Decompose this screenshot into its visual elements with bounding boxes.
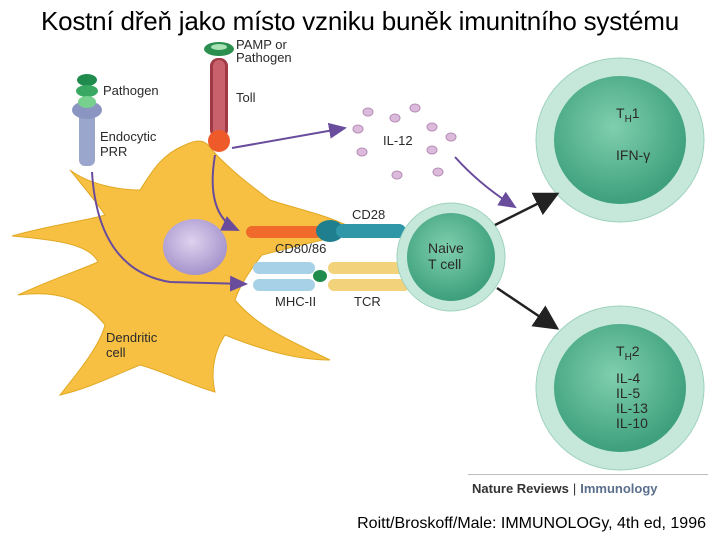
label-naive-line1: Naive [428,240,464,256]
th2-cytokine-il13: IL-13 [616,400,648,416]
credit-divider [468,474,708,475]
label-toll: Toll [236,90,256,105]
label-pamp-line2: Pathogen [236,50,292,65]
label-endocytic-line1: Endocytic [100,129,157,144]
th2-cytokine-il5: IL-5 [616,385,640,401]
prr-to-mhc-arrow [91,171,248,292]
label-il12: IL-12 [383,133,413,148]
th2-cytokine-il10: IL-10 [616,415,648,431]
cd28-molecule [316,220,344,242]
label-dendritic-line2: cell [106,345,126,360]
credit-section: Immunology [580,481,658,496]
credit-separator: | [572,481,577,496]
th2-cytokine-il4: IL-4 [616,370,640,386]
journal-credit: Nature Reviews|Immunology [472,481,658,496]
label-pathogen: Pathogen [103,83,159,98]
slide-title: Kostní dřeň jako místo vzniku buněk imun… [40,6,680,36]
label-endocytic-line2: PRR [100,144,127,159]
cd80-86-molecule [246,226,322,238]
toll-receptor-base [208,130,230,152]
mhc-ii-molecule [253,262,315,274]
label-tcr: TCR [354,294,381,309]
pathogen-icon [77,74,97,86]
endocytic-prr-head [72,101,102,119]
citation: Roitt/Broskoff/Male: IMMUNOLOGy, 4th ed,… [357,515,706,532]
credit-journal: Nature Reviews [472,481,569,496]
label-dendritic-line1: Dendritic [106,330,158,345]
th1-cytokine-ifn-gamma: IFN-γ [616,147,650,163]
toll-to-cd80-arrow [211,154,240,231]
label-pamp-line1: PAMP or [236,37,287,52]
label-naive-line2: T cell [428,256,461,272]
naive-to-th2-arrow [496,286,560,330]
label-cd28: CD28 [352,207,385,222]
toll-to-il12-arrow [231,122,347,149]
il12-to-th1-arrow [454,156,517,209]
naive-to-th1-arrow [494,192,560,227]
th2-label: TH2 [616,343,640,363]
tcr-molecule [328,262,410,274]
il12-molecules [352,103,457,180]
label-mhc-ii: MHC-II [275,294,316,309]
label-cd80-86: CD80/86 [275,241,326,256]
endocytic-prr-receptor [79,108,95,166]
th1-label: TH1 [616,105,640,125]
peptide-icon [313,270,327,282]
dendritic-nucleus [163,219,227,275]
